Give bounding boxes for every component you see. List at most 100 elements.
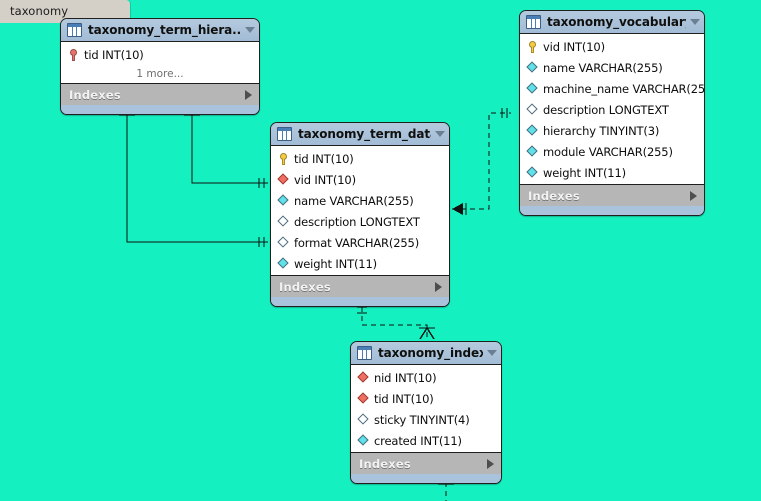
column-row[interactable]: description LONGTEXT [520, 99, 704, 120]
column-row[interactable]: nid INT(10) [351, 367, 501, 388]
diamond-cyan-icon [357, 434, 371, 448]
column-row[interactable]: weight INT(11) [520, 162, 704, 183]
column-row[interactable]: module VARCHAR(255) [520, 141, 704, 162]
diagram-tab-label: taxonomy [10, 4, 69, 18]
column-label: tid INT(10) [374, 391, 434, 406]
table-grid-icon [277, 127, 292, 141]
table-header[interactable]: taxonomy_term_hiera... [61, 19, 259, 42]
relationship-line-3 [452, 112, 511, 210]
column-row[interactable]: name VARCHAR(255) [271, 190, 449, 211]
table-title: taxonomy_term_hiera... [88, 23, 241, 37]
diamond-cyan-icon [526, 124, 540, 138]
column-row[interactable]: machine_name VARCHAR(255) [520, 78, 704, 99]
relationship-line-1 [126, 103, 268, 243]
diamond-cyan-icon [526, 166, 540, 180]
column-label: module VARCHAR(255) [543, 144, 673, 159]
column-label: tid INT(10) [84, 47, 144, 62]
diamond-cyan-icon [526, 82, 540, 96]
table-title: taxonomy_vocabulary [547, 15, 686, 29]
diamond-red-icon [357, 392, 371, 406]
chevron-right-icon[interactable] [487, 458, 494, 469]
diamond-cyan-icon [277, 194, 291, 208]
column-row[interactable]: name VARCHAR(255) [520, 57, 704, 78]
column-label: description LONGTEXT [543, 102, 669, 117]
diamond-cyan-icon [277, 257, 291, 271]
column-row[interactable]: tid INT(10) [271, 148, 449, 169]
column-label: name VARCHAR(255) [543, 60, 663, 75]
chevron-right-icon[interactable] [690, 190, 697, 201]
column-row[interactable]: vid INT(10) [520, 36, 704, 57]
table-grid-icon [526, 15, 541, 29]
indexes-section[interactable]: Indexes [520, 184, 704, 206]
table-title: taxonomy_term_data [298, 127, 431, 141]
column-label: nid INT(10) [374, 370, 437, 385]
chevron-down-icon[interactable] [690, 19, 700, 25]
more-columns-label[interactable]: 1 more... [136, 67, 184, 80]
chevron-down-icon[interactable] [245, 27, 255, 33]
indexes-label: Indexes [528, 188, 580, 203]
table-grid-icon [67, 23, 82, 37]
column-label: created INT(11) [374, 433, 462, 448]
relationship-line-4 [361, 307, 428, 339]
diamond-cyan-icon [526, 145, 540, 159]
column-row[interactable]: description LONGTEXT [271, 211, 449, 232]
key-icon [67, 48, 81, 62]
table-taxonomy-term-data[interactable]: taxonomy_term_data tid INT(10) vid INT(1… [270, 122, 450, 307]
diamond-red-icon [357, 371, 371, 385]
chevron-right-icon[interactable] [435, 281, 442, 292]
table-grid-icon [357, 346, 372, 360]
key-icon [277, 152, 291, 166]
column-row[interactable]: format VARCHAR(255) [271, 232, 449, 253]
indexes-label: Indexes [279, 279, 331, 294]
chevron-down-icon[interactable] [435, 131, 445, 137]
column-list: tid INT(10) 1 more... [61, 42, 259, 83]
column-row[interactable]: sticky TINYINT(4) [351, 409, 501, 430]
table-taxonomy-term-hierarchy[interactable]: taxonomy_term_hiera... tid INT(10) 1 mor… [60, 18, 260, 115]
chevron-down-icon[interactable] [487, 350, 497, 356]
column-row[interactable]: hierarchy TINYINT(3) [520, 120, 704, 141]
column-label: sticky TINYINT(4) [374, 412, 470, 427]
diamond-hollow-icon [277, 215, 291, 229]
chevron-right-icon[interactable] [245, 89, 252, 100]
column-row[interactable]: tid INT(10) [61, 44, 259, 65]
table-footer [351, 474, 501, 483]
table-taxonomy-vocabulary[interactable]: taxonomy_vocabulary vid INT(10) name VAR… [519, 10, 705, 216]
column-list: tid INT(10) vid INT(10) name VARCHAR(255… [271, 146, 449, 275]
crowsfoot-4 [419, 326, 435, 340]
table-footer [61, 105, 259, 114]
relationship-line-2 [191, 103, 268, 184]
column-label: name VARCHAR(255) [294, 193, 414, 208]
column-row[interactable]: vid INT(10) [271, 169, 449, 190]
diamond-hollow-icon [277, 236, 291, 250]
column-row[interactable]: weight INT(11) [271, 253, 449, 274]
column-label: format VARCHAR(255) [294, 235, 420, 250]
indexes-section[interactable]: Indexes [61, 83, 259, 105]
key-icon [526, 40, 540, 54]
diamond-hollow-icon [357, 413, 371, 427]
table-title: taxonomy_index [378, 346, 483, 360]
column-label: tid INT(10) [294, 151, 354, 166]
indexes-label: Indexes [359, 456, 411, 471]
column-row[interactable]: created INT(11) [351, 430, 501, 451]
column-label: hierarchy TINYINT(3) [543, 123, 660, 138]
column-row[interactable]: tid INT(10) [351, 388, 501, 409]
table-taxonomy-index[interactable]: taxonomy_index nid INT(10) tid INT(10) s… [350, 341, 502, 484]
indexes-section[interactable]: Indexes [351, 452, 501, 474]
indexes-label: Indexes [69, 87, 121, 102]
column-label: vid INT(10) [543, 39, 605, 54]
diamond-red-icon [277, 173, 291, 187]
diamond-hollow-icon [526, 103, 540, 117]
column-label: weight INT(11) [294, 256, 377, 271]
diamond-cyan-icon [526, 61, 540, 75]
indexes-section[interactable]: Indexes [271, 275, 449, 297]
column-label: vid INT(10) [294, 172, 356, 187]
column-list: nid INT(10) tid INT(10) sticky TINYINT(4… [351, 365, 501, 452]
table-header[interactable]: taxonomy_index [351, 342, 501, 365]
column-label: machine_name VARCHAR(255) [543, 81, 705, 96]
diagram-tab[interactable]: taxonomy [0, 0, 130, 23]
table-header[interactable]: taxonomy_term_data [271, 123, 449, 146]
table-header[interactable]: taxonomy_vocabulary [520, 11, 704, 34]
table-footer [520, 206, 704, 215]
crowsfoot-3 [452, 203, 463, 215]
